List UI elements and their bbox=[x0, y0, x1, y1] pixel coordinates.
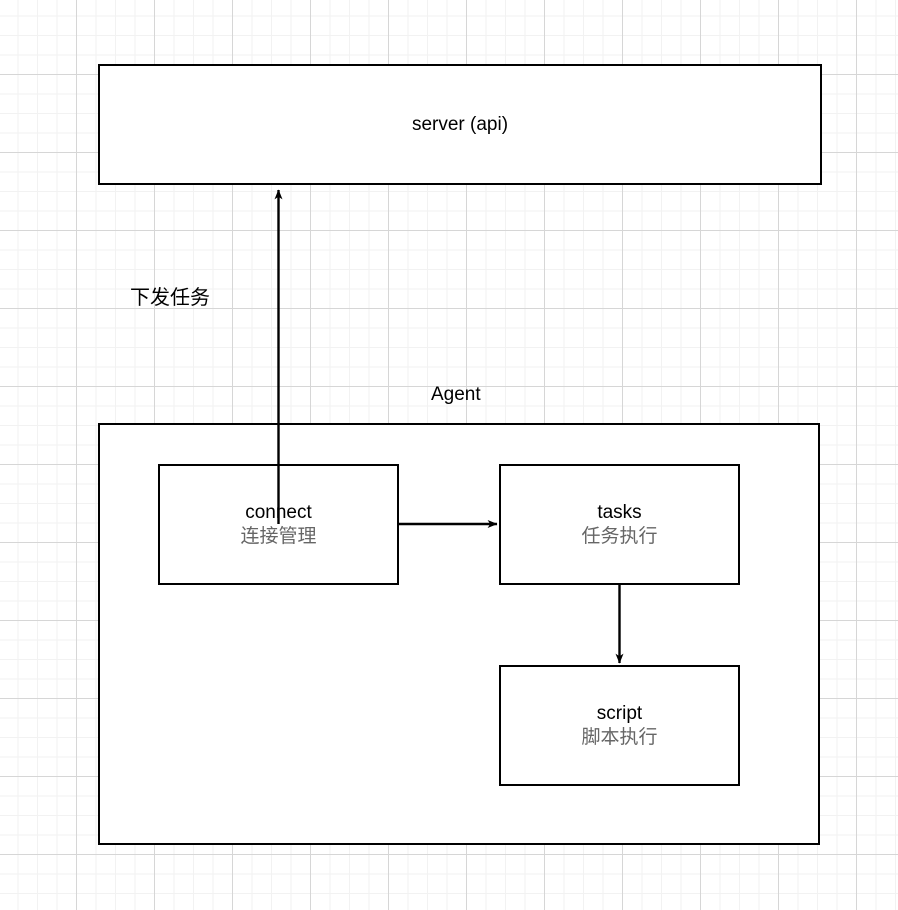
edge-label-dispatch-task: 下发任务 bbox=[130, 287, 210, 309]
node-tasks[interactable]: tasks 任务执行 bbox=[499, 464, 740, 585]
node-script-title: script bbox=[596, 703, 643, 725]
node-connect-subtitle: 连接管理 bbox=[240, 525, 317, 547]
node-tasks-title: tasks bbox=[597, 502, 642, 524]
node-server[interactable]: server (api) bbox=[98, 64, 822, 185]
node-connect-title: connect bbox=[245, 502, 312, 524]
node-tasks-subtitle: 任务执行 bbox=[581, 525, 658, 547]
node-server-title: server (api) bbox=[411, 113, 509, 135]
node-script-subtitle: 脚本执行 bbox=[581, 726, 658, 748]
agent-group-label: Agent bbox=[431, 384, 481, 405]
node-script[interactable]: script 脚本执行 bbox=[499, 665, 740, 786]
node-connect[interactable]: connect 连接管理 bbox=[158, 464, 399, 585]
